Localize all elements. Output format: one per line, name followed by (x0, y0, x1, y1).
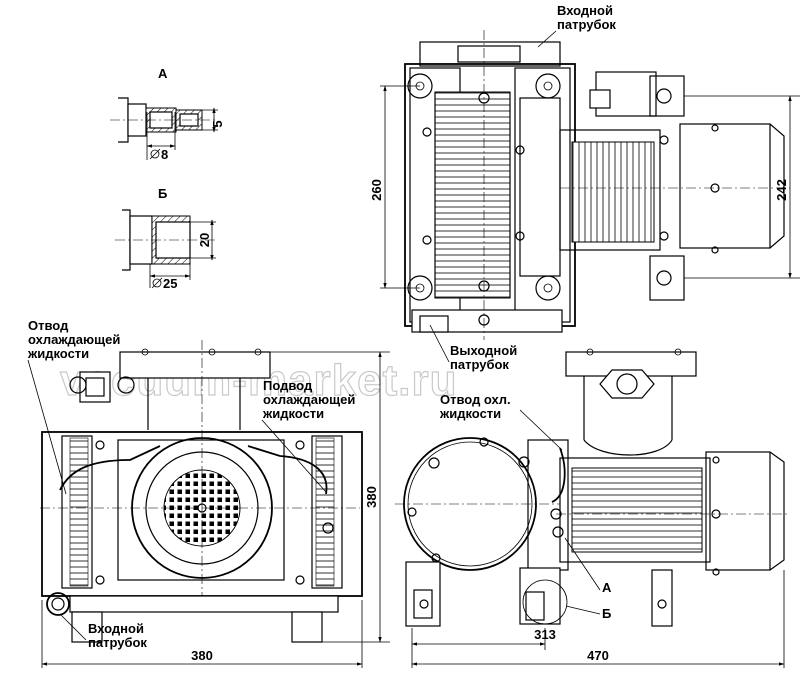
dim-side-mount: 313 (534, 627, 556, 642)
label-coolant-in-front-3: жидкости (262, 406, 324, 421)
top-view: 260 242 (369, 30, 800, 340)
label-coolant-out-left-1: Отвод (28, 318, 69, 333)
label-inlet-bottom-1: Входной (88, 621, 144, 636)
detail-a-dim-height: 5 (210, 120, 225, 127)
detail-a-dim-diameter: 8 (161, 147, 168, 162)
dim-side-width: 470 (587, 648, 609, 663)
label-coolant-out-side-2: жидкости (439, 406, 501, 421)
label-outlet-top-2: патрубок (450, 357, 509, 372)
side-view: 313 470 (395, 348, 790, 668)
detail-b-dim-diameter: 25 (163, 276, 177, 291)
dim-front-width: 380 (191, 648, 213, 663)
label-outlet-top-1: Выходной (450, 343, 517, 358)
label-coolant-out-side-1: Отвод охл. (440, 392, 511, 407)
detail-a: А 5 8 (110, 66, 225, 162)
front-view: 380 380 (40, 340, 390, 668)
label-coolant-out-left-2: охлаждающей (28, 332, 120, 347)
callout-a: А (602, 580, 612, 595)
label-coolant-out-left-3: жидкости (27, 346, 89, 361)
label-inlet-top-1: Входной (557, 3, 613, 18)
dim-motor-height: 242 (774, 179, 789, 201)
detail-b: Б 20 25 (115, 186, 216, 291)
dim-top-height: 260 (369, 179, 384, 201)
label-inlet-top-2: патрубок (557, 17, 616, 32)
dim-front-height: 380 (364, 486, 379, 508)
label-coolant-in-front-1: Подвод (263, 378, 313, 393)
label-inlet-bottom-2: патрубок (88, 635, 147, 650)
detail-b-title: Б (158, 186, 167, 201)
callout-b: Б (602, 606, 611, 621)
label-coolant-in-front-2: охлаждающей (263, 392, 355, 407)
detail-b-dim-height: 20 (197, 233, 212, 247)
detail-a-title: А (158, 66, 168, 81)
